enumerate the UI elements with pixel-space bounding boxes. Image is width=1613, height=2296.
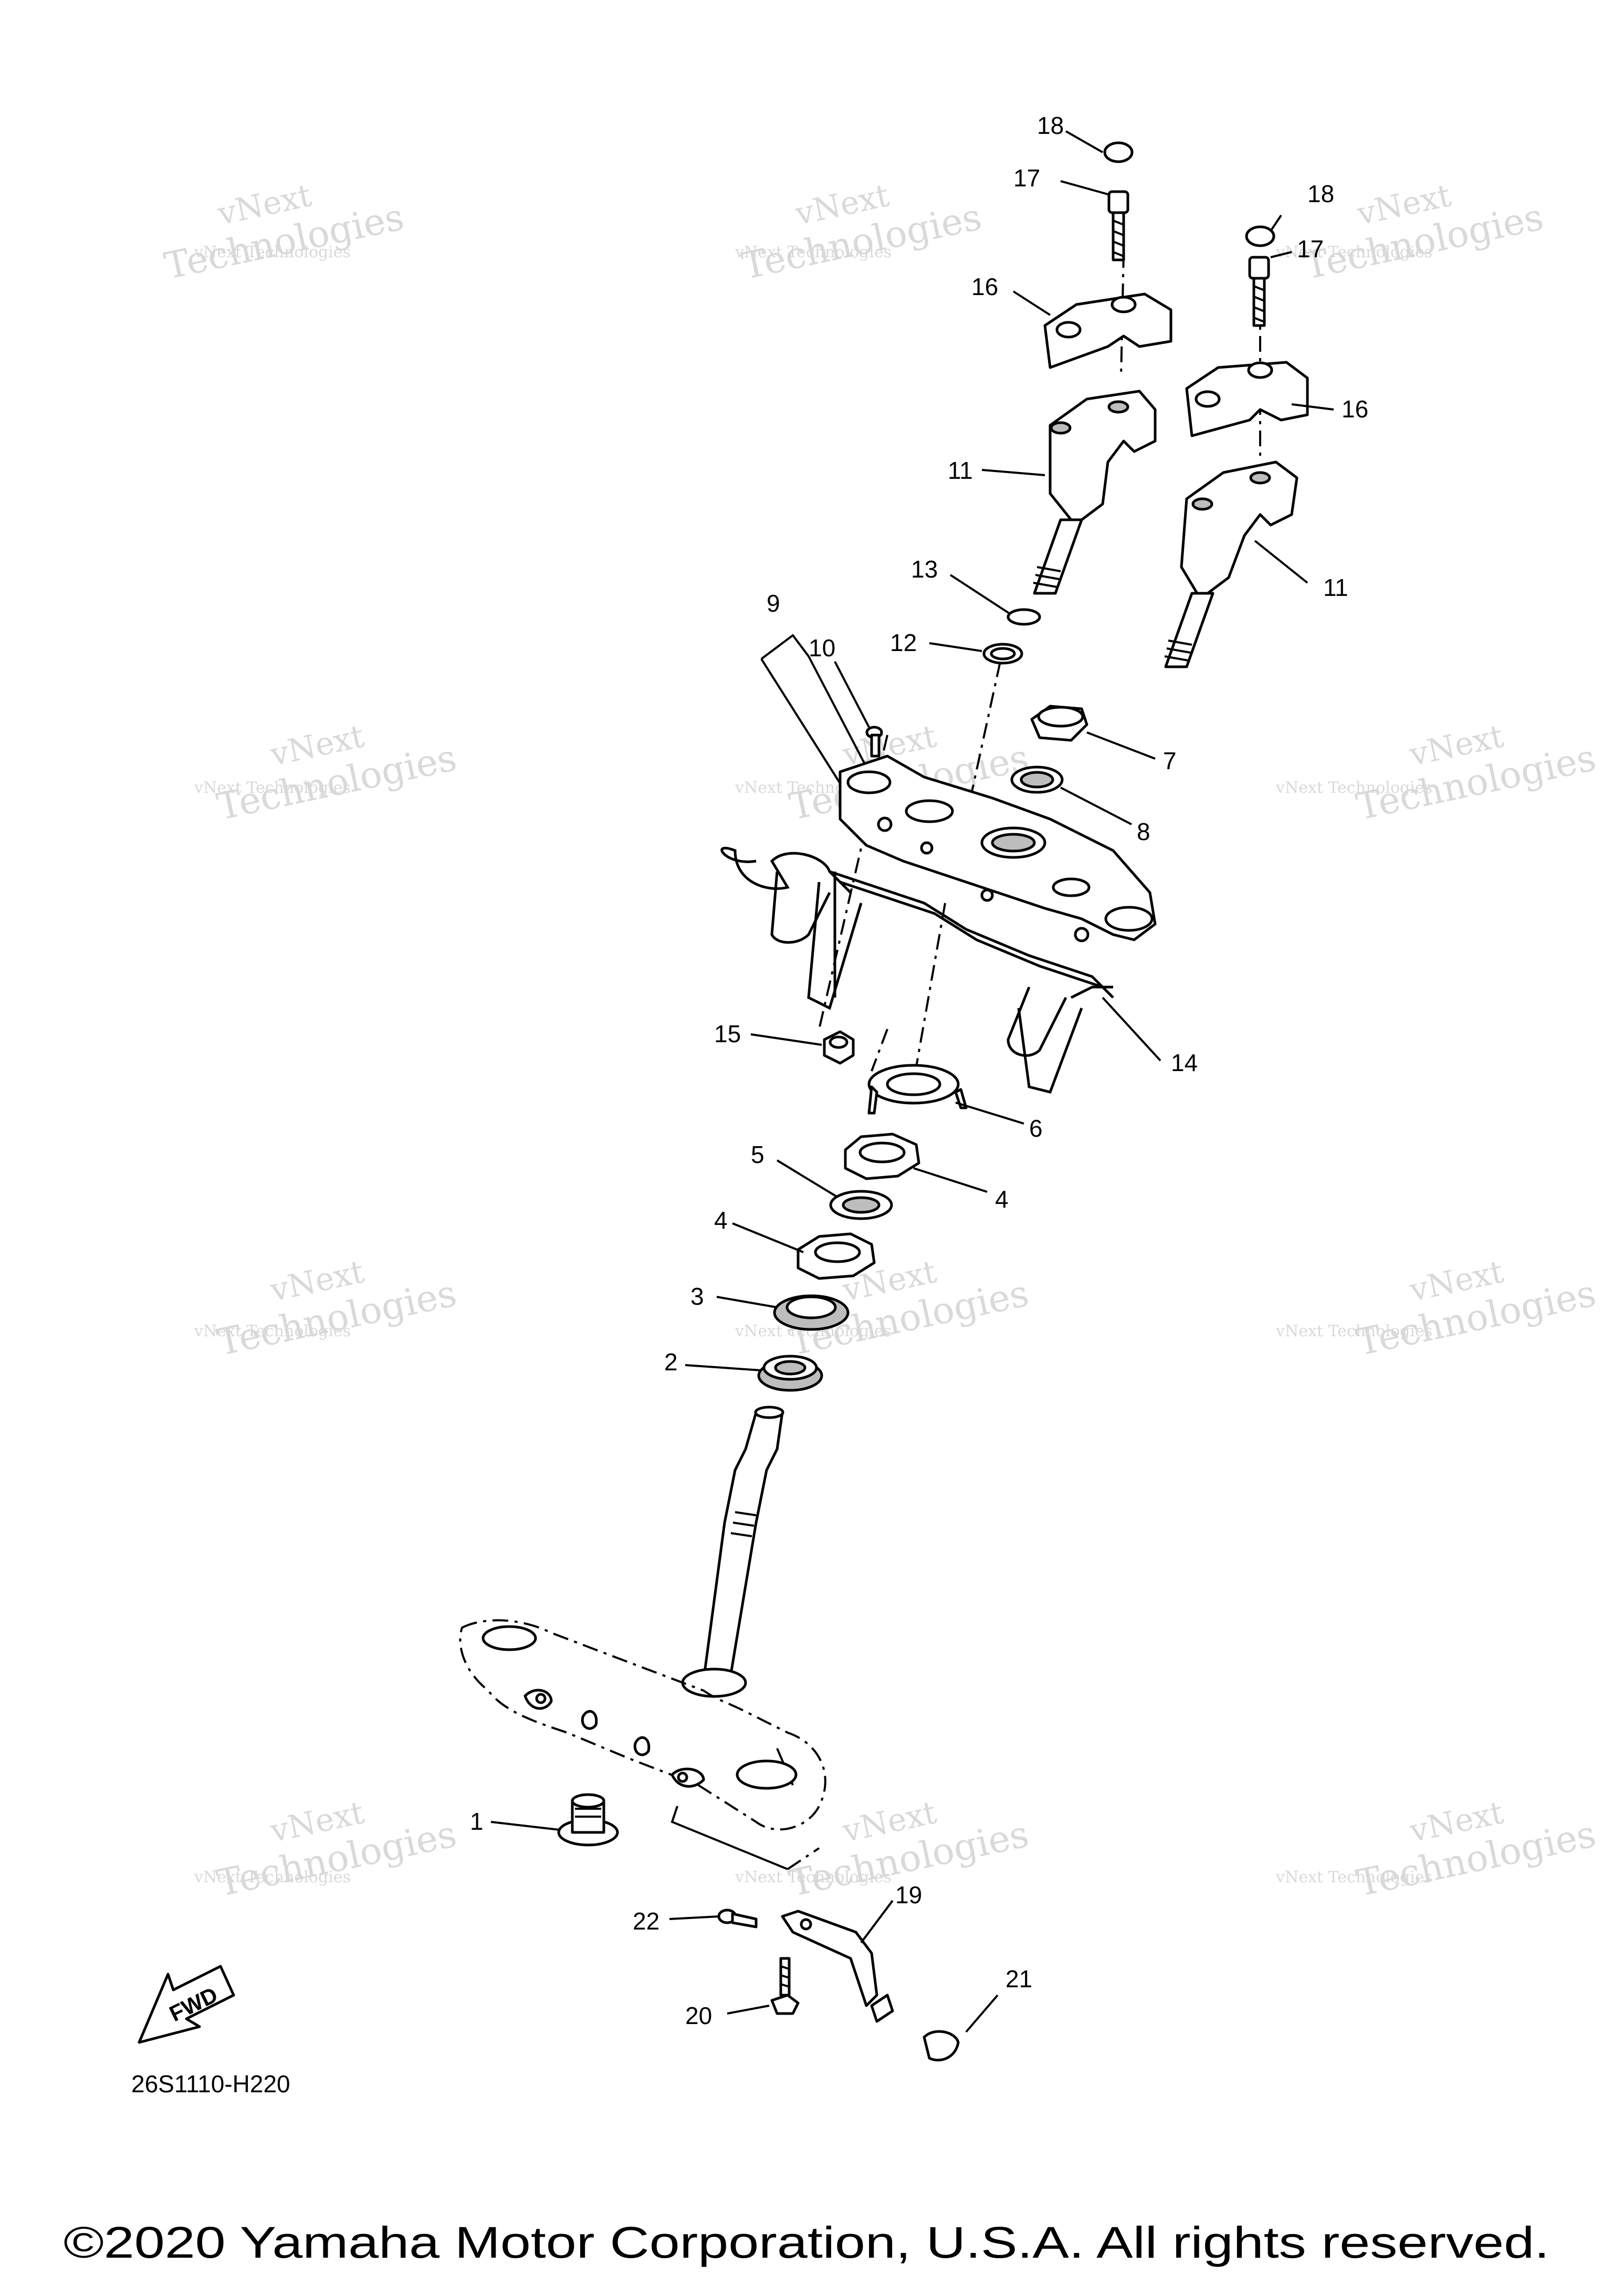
watermark-text: vNext Technologies (194, 1868, 351, 1886)
watermark-text: vNext Technologies (1275, 779, 1432, 797)
bolt-20 (727, 1957, 800, 2015)
washer-5 (776, 1159, 893, 1220)
nut-15 (750, 1030, 855, 1065)
copyright-notice: ©2020 Yamaha Motor Corporation, U.S.A. A… (64, 2218, 1549, 2267)
callout-2: 2 (664, 1348, 678, 1376)
stopper-19 (781, 1900, 894, 2007)
callout-16: 16 (1342, 395, 1368, 423)
ring-12 (929, 642, 1023, 665)
callout-11: 11 (948, 457, 973, 484)
watermark: vNext Technologies (1353, 1253, 1599, 1364)
cover-3 (716, 1294, 850, 1331)
callout-22: 22 (633, 1907, 659, 1935)
watermark-text: vNext Technologies (1275, 1322, 1432, 1340)
clamp-16-right (1185, 361, 1334, 437)
watermark: vNext Technologies (161, 177, 407, 288)
steering-stem (681, 1406, 784, 1698)
callout-13: 13 (911, 555, 938, 583)
holder-11-right (1164, 460, 1308, 668)
callout-9: 9 (767, 590, 780, 617)
callout-15: 15 (714, 1020, 741, 1047)
callout-10: 10 (809, 634, 835, 662)
washer-8 (1010, 766, 1132, 825)
ring-nut-4-lower (732, 1222, 876, 1280)
watermark-text: vNext Technologies (1275, 1868, 1432, 1886)
callout-5: 5 (751, 1141, 764, 1168)
watermark-text: vNext Technologies (1275, 243, 1432, 261)
callout-3: 3 (690, 1283, 704, 1310)
wire-guide-14 (720, 846, 1161, 1094)
callout-16: 16 (971, 273, 998, 300)
callout-19: 19 (895, 1881, 922, 1909)
watermark: vNext Technologies (213, 1253, 460, 1364)
watermarks: vNext Technologies vNext Technologies vN… (161, 177, 1599, 1905)
callout-4: 4 (995, 1186, 1009, 1213)
bolt-10 (834, 661, 883, 758)
callout-11: 11 (1323, 574, 1348, 601)
watermark: vNext Technologies (1353, 718, 1599, 829)
callout-4: 4 (714, 1207, 728, 1234)
callout-6: 6 (1029, 1115, 1043, 1142)
callout-18: 18 (1307, 180, 1334, 207)
clamp-16-left (1012, 290, 1172, 369)
watermark-text: vNext Technologies (735, 243, 892, 261)
callout-20: 20 (685, 2002, 712, 2029)
lower-bracket (459, 1619, 826, 1870)
watermark: vNext Technologies (213, 718, 460, 829)
fwd-arrow-icon: FWD (138, 1965, 235, 2044)
ring-nut-4-upper (844, 1133, 988, 1193)
callout-1: 1 (470, 1808, 484, 1835)
callout-12: 12 (890, 629, 917, 656)
bolt-22 (669, 1909, 758, 1928)
diagram-code: 26S1110-H220 (131, 2070, 290, 2098)
bolt-17-right (1248, 251, 1292, 327)
callout-labels: 18 18 17 17 16 16 11 11 13 12 9 10 7 8 1… (470, 112, 1368, 2029)
callout-21: 21 (1005, 1965, 1032, 1993)
collar-1 (490, 1793, 619, 1847)
holder-11-left (981, 390, 1157, 595)
cap-18-left (1065, 130, 1134, 163)
washer-13 (949, 574, 1041, 626)
watermark-text: vNext Technologies (194, 243, 351, 261)
callout-14: 14 (1171, 1049, 1198, 1076)
watermark-text: vNext Technologies (194, 779, 351, 797)
lock-washer-6 (867, 1064, 1024, 1125)
watermark-text: vNext Technologies (735, 1868, 892, 1886)
upper-bracket-9 (839, 754, 1157, 942)
bolt-17-left (1060, 180, 1129, 261)
bracket-9-leader (760, 634, 873, 789)
bearing-2 (685, 1355, 823, 1392)
cap-21 (870, 1994, 999, 2062)
callout-17: 17 (1013, 164, 1040, 192)
callout-7: 7 (1163, 747, 1177, 774)
watermark: vNext Technologies (1300, 177, 1547, 288)
callout-8: 8 (1137, 818, 1150, 845)
callout-17: 17 (1297, 235, 1324, 263)
watermark: vNext Technologies (738, 177, 985, 288)
nut-7 (1030, 705, 1156, 760)
watermark-text: vNext Technologies (194, 1322, 351, 1340)
cap-18-right (1245, 214, 1282, 247)
callout-18: 18 (1037, 112, 1064, 139)
